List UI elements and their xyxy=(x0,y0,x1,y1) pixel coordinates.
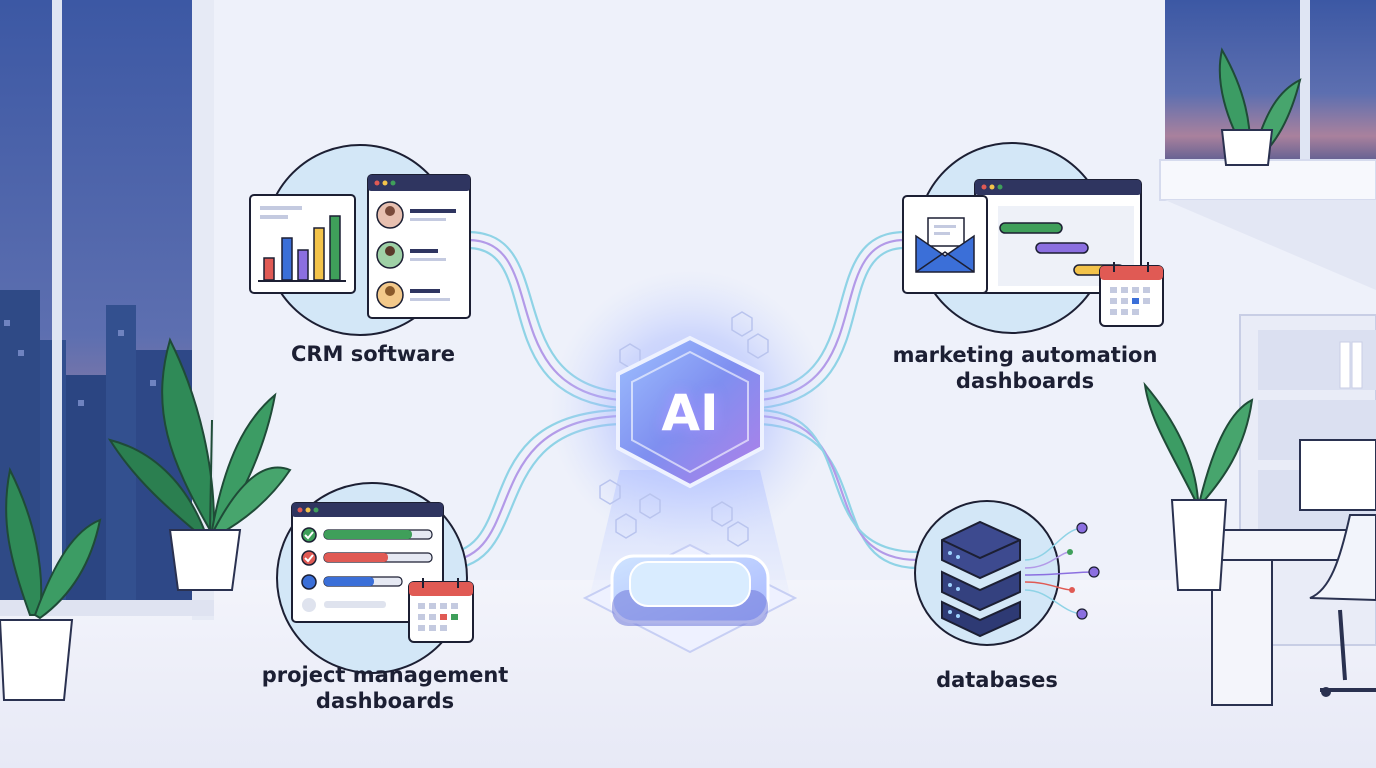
right-room xyxy=(1143,0,1376,706)
ai-hub-label: AI xyxy=(661,384,719,442)
left-plant-large xyxy=(107,337,292,591)
email-window xyxy=(902,195,988,294)
crm-software-label: CRM software xyxy=(238,341,508,367)
project-label-line-1: project management xyxy=(261,663,509,687)
databases-node xyxy=(914,500,1100,646)
databases-label-line: databases xyxy=(936,668,1058,692)
marketing-label-line-2: dashboards xyxy=(955,369,1095,393)
server-stack-icon xyxy=(941,520,1021,638)
check-icon xyxy=(301,550,317,566)
crm-chart-window xyxy=(249,194,356,294)
project-node xyxy=(276,482,474,674)
databases-label: databases xyxy=(897,667,1097,693)
project-label-line-2: dashboards xyxy=(315,689,455,713)
crm-contacts-window xyxy=(367,174,471,319)
marketing-dashboards-label: marketing automation dashboards xyxy=(875,342,1175,394)
left-window xyxy=(0,0,214,620)
calendar-icon xyxy=(408,578,474,643)
data-flow-lines xyxy=(1024,522,1100,620)
project-dashboards-label: project management dashboards xyxy=(238,662,532,714)
left-plant-small xyxy=(0,466,102,701)
marketing-label-line-1: marketing automation xyxy=(892,343,1158,367)
marketing-node xyxy=(902,142,1164,334)
ai-hub xyxy=(550,270,830,654)
calendar-icon xyxy=(1099,262,1164,327)
crm-label-line: CRM software xyxy=(290,342,456,366)
tasks-window xyxy=(291,502,444,623)
envelope-icon xyxy=(915,234,975,273)
crm-node xyxy=(249,144,471,336)
check-icon xyxy=(301,527,317,543)
